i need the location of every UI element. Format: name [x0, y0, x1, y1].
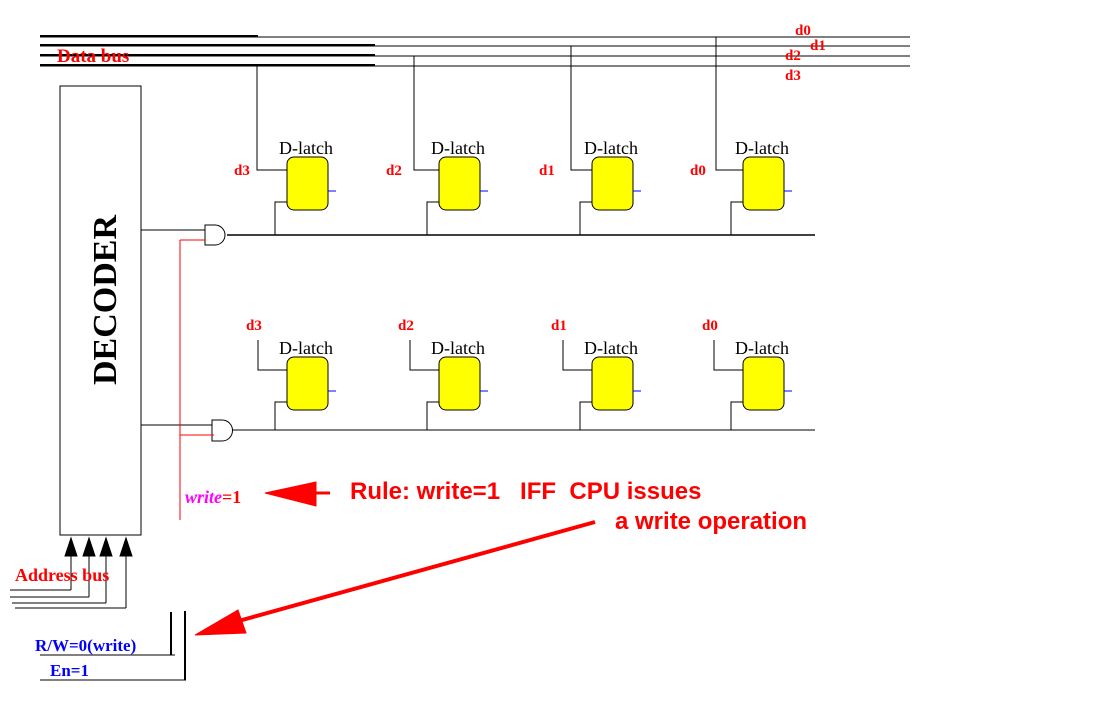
data-wire — [257, 340, 287, 371]
latch-grid: D-latchd3D-latchd2D-latchd1D-latchd0D-la… — [234, 37, 792, 430]
d-latch-label: D-latch — [584, 338, 638, 358]
write-signal-label: write=1 — [185, 487, 241, 507]
and-gate-row1 — [204, 224, 226, 246]
enable-wire — [426, 201, 439, 235]
data-wire — [256, 66, 287, 171]
bus-line-d0: d0 — [795, 23, 811, 39]
data-bus — [40, 35, 910, 67]
d-latch-body — [438, 156, 481, 211]
and-gates — [141, 224, 815, 442]
data-wire — [409, 340, 439, 371]
bus-line-d3: d3 — [785, 68, 801, 84]
address-bus-label: Address bus — [15, 565, 109, 585]
enable-signal-label: En=1 — [50, 661, 89, 680]
d-latch-body — [286, 356, 329, 411]
latch-r1-1: D-latch d3 — [234, 66, 336, 235]
decoder-label: DECODER — [87, 215, 124, 385]
decoder-box — [59, 85, 142, 536]
data-wire — [562, 340, 592, 371]
latch-r2-2: D-latch d2 — [398, 318, 488, 430]
rule-line1: Rule: write=1 IFF CPU issues — [350, 478, 701, 505]
d-latch-label: D-latch — [279, 338, 333, 358]
d-latch-body — [591, 356, 634, 411]
rw-signal-label: R/W=0(write) — [35, 636, 136, 655]
rule-line2: a write operation — [615, 508, 807, 535]
data-input-label: d0 — [690, 163, 706, 179]
enable-wire — [426, 401, 439, 430]
data-input-label: d3 — [246, 318, 262, 334]
d-latch-label: D-latch — [279, 138, 333, 158]
d-latch-label: D-latch — [584, 138, 638, 158]
data-input-label: d0 — [702, 318, 718, 334]
d-latch-label: D-latch — [735, 138, 789, 158]
enable-wire — [274, 201, 287, 235]
d-latch-body — [438, 356, 481, 411]
and-gate-row2 — [211, 419, 233, 442]
data-input-label: d2 — [398, 318, 414, 334]
d-latch-body — [286, 156, 329, 211]
enable-wire — [274, 401, 287, 430]
data-wire — [413, 56, 439, 171]
latch-r2-1: D-latch d3 — [246, 318, 336, 430]
data-wire — [570, 46, 592, 171]
data-input-label: d1 — [539, 163, 555, 179]
latch-r1-2: D-latch d2 — [386, 56, 488, 235]
write-line — [179, 239, 214, 520]
d-latch-label: D-latch — [735, 338, 789, 358]
data-input-label: d2 — [386, 163, 402, 179]
latch-r1-4: D-latch d0 — [690, 37, 792, 235]
d-latch-label: D-latch — [431, 338, 485, 358]
bus-line-d2: d2 — [785, 48, 801, 64]
arrow-to-write — [264, 481, 330, 507]
bus-line-d1: d1 — [810, 38, 826, 54]
d-latch-body — [742, 156, 785, 211]
arrow-to-control — [194, 520, 596, 636]
data-input-label: d3 — [234, 163, 250, 179]
latch-r1-3: D-latch d1 — [539, 46, 641, 235]
data-input-label: d1 — [551, 318, 567, 334]
enable-wire — [730, 401, 743, 430]
data-wire — [713, 340, 743, 371]
d-latch-body — [591, 156, 634, 211]
enable-wire — [579, 401, 592, 430]
control-lines — [40, 611, 186, 681]
address-bus — [10, 536, 133, 609]
enable-wire — [730, 201, 743, 235]
latch-r2-4: D-latch d0 — [702, 318, 792, 430]
data-wire — [715, 37, 743, 171]
enable-wire — [579, 201, 592, 235]
latch-r2-3: D-latch d1 — [551, 318, 641, 430]
data-bus-label: Data bus — [57, 46, 129, 67]
d-latch-body — [742, 356, 785, 411]
d-latch-label: D-latch — [431, 138, 485, 158]
